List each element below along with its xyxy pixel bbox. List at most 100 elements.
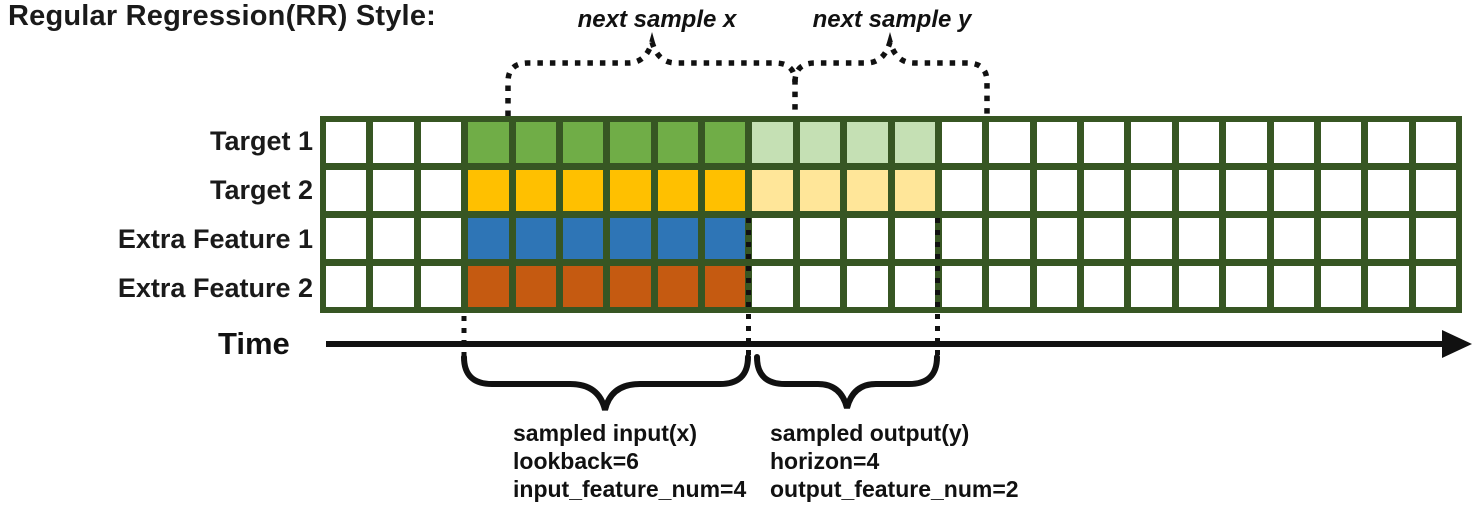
grid-cell — [989, 122, 1030, 163]
grid-cell — [752, 122, 793, 163]
grid-cell — [1368, 170, 1409, 211]
grid-cell — [1368, 266, 1409, 307]
grid-cell — [326, 266, 367, 307]
sampled-input-line: sampled input(x) — [513, 420, 698, 446]
grid-cell — [752, 170, 793, 211]
grid-cell — [847, 218, 888, 259]
output-feature-num-line: output_feature_num=2 — [770, 476, 1019, 502]
grid-cell — [515, 218, 556, 259]
row-label-extra-feature-2: Extra Feature 2 — [117, 273, 313, 303]
grid-cell — [326, 122, 367, 163]
grid-cell — [468, 122, 509, 163]
grid-cell — [1273, 218, 1314, 259]
grid-cell — [420, 266, 462, 307]
grid-cell — [1415, 218, 1456, 259]
grid-cell — [1178, 170, 1220, 211]
grid-cell — [610, 170, 651, 211]
grid-cell — [1131, 170, 1172, 211]
grid-cell — [705, 122, 746, 163]
grid-cell — [1226, 218, 1267, 259]
diagram-title: Regular Regression(RR) Style: — [8, 0, 436, 32]
grid-cell — [752, 266, 793, 307]
grid-cell — [941, 266, 983, 307]
grid-cell — [989, 266, 1030, 307]
grid-cell — [657, 122, 698, 163]
grid-cell — [1036, 218, 1077, 259]
grid-cell — [705, 218, 746, 259]
grid-cell — [1415, 122, 1456, 163]
grid-cell — [562, 218, 604, 259]
row-label-extra-feature-1: Extra Feature 1 — [117, 224, 313, 254]
grid-cell — [562, 122, 604, 163]
grid-cell — [373, 266, 414, 307]
grid-cell — [894, 170, 935, 211]
input-feature-num-line: input_feature_num=4 — [513, 476, 747, 502]
grid-cell — [941, 218, 983, 259]
lookback-line: lookback=6 — [513, 448, 639, 474]
grid-cell — [562, 170, 604, 211]
grid-cell — [1273, 170, 1314, 211]
grid-cell — [420, 218, 462, 259]
grid-cell — [1131, 218, 1172, 259]
grid-cell — [468, 218, 509, 259]
grid-cell — [1036, 170, 1077, 211]
grid-cell — [1320, 218, 1362, 259]
grid-cell — [847, 266, 888, 307]
grid-cell — [1226, 266, 1267, 307]
grid-cell — [894, 122, 935, 163]
grid-cell — [989, 218, 1030, 259]
next-sample-y-label: next sample y — [812, 6, 972, 33]
sampled-input-annotation: sampled input(x) lookback=6 input_featur… — [513, 419, 746, 503]
row-label-target-1: Target 1 — [209, 126, 313, 156]
grid-cell — [941, 122, 983, 163]
grid-cell — [326, 218, 367, 259]
grid-cell — [1320, 170, 1362, 211]
grid-cell — [1320, 122, 1362, 163]
grid-cell — [515, 266, 556, 307]
grid-cell — [799, 266, 841, 307]
grid-cell — [799, 218, 841, 259]
grid-cell — [373, 122, 414, 163]
grid-cell — [1178, 122, 1220, 163]
grid-cell — [373, 218, 414, 259]
grid-cell — [326, 170, 367, 211]
grid-cell — [610, 122, 651, 163]
grid-cell — [657, 170, 698, 211]
grid-cell — [1273, 266, 1314, 307]
grid-cell — [562, 266, 604, 307]
grid-cell — [894, 218, 935, 259]
grid-cell — [515, 170, 556, 211]
grid-cell — [610, 218, 651, 259]
grid-cell — [1084, 122, 1125, 163]
grid-cell — [1036, 266, 1077, 307]
grid-cell — [1368, 218, 1409, 259]
grid-cell — [515, 122, 556, 163]
sample-grid — [320, 116, 1462, 313]
grid-cell — [799, 122, 841, 163]
grid-cell — [847, 122, 888, 163]
grid-cell — [610, 266, 651, 307]
grid-cell — [468, 170, 509, 211]
grid-cell — [1084, 218, 1125, 259]
grid-cell — [1320, 266, 1362, 307]
horizon-line: horizon=4 — [770, 448, 880, 474]
time-axis-label: Time — [218, 326, 290, 361]
grid-cell — [1368, 122, 1409, 163]
grid-cell — [1084, 266, 1125, 307]
grid-cell — [1131, 266, 1172, 307]
grid-cell — [468, 266, 509, 307]
next-sample-x-label: next sample x — [577, 6, 737, 33]
grid-cell — [705, 266, 746, 307]
next-sample-y-brace — [792, 32, 990, 116]
grid-cell — [1415, 266, 1456, 307]
grid-cell — [894, 266, 935, 307]
grid-cell — [989, 170, 1030, 211]
grid-cell — [1178, 266, 1220, 307]
grid-cell — [420, 122, 462, 163]
grid-cell — [1226, 170, 1267, 211]
grid-cell — [752, 218, 793, 259]
grid-cell — [1415, 170, 1456, 211]
grid-cell — [1084, 170, 1125, 211]
time-arrow-head — [1442, 330, 1472, 358]
grid-cell — [1131, 122, 1172, 163]
